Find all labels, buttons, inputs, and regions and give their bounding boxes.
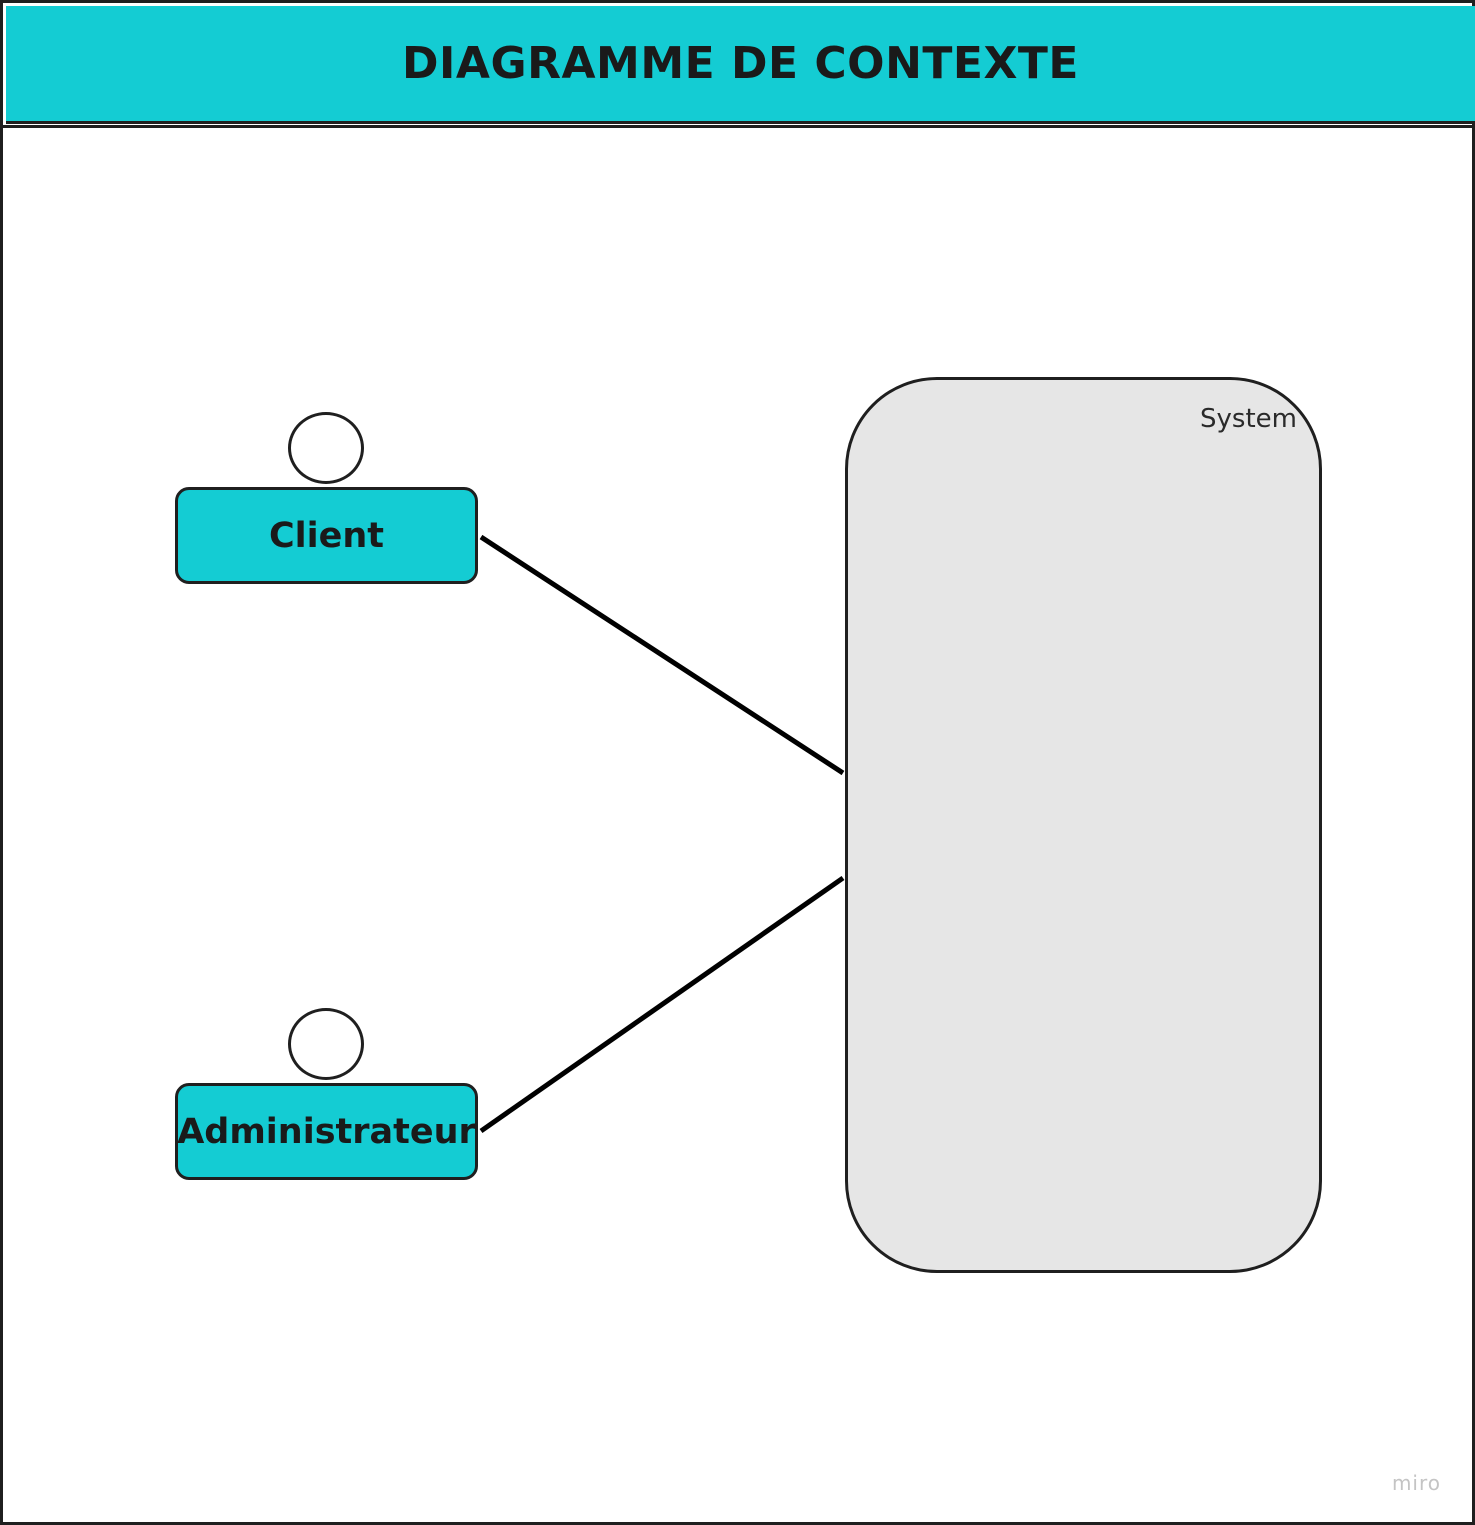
administrateur-actor-head	[288, 1008, 364, 1080]
administrateur-actor-label: Administrateur	[177, 1111, 476, 1152]
system-boundary[interactable]: System	[845, 377, 1322, 1273]
administrateur-actor[interactable]: Administrateur	[175, 1083, 478, 1180]
client-actor-head	[288, 412, 364, 484]
diagram-title: DIAGRAMME DE CONTEXTE	[402, 38, 1079, 89]
client-system-connector	[479, 534, 845, 776]
title-divider	[3, 125, 1472, 128]
title-bar: DIAGRAMME DE CONTEXTE	[6, 6, 1475, 124]
miro-watermark: miro	[1391, 1471, 1441, 1495]
administrateur-system-connector	[479, 875, 845, 1134]
client-actor[interactable]: Client	[175, 487, 478, 584]
client-actor-label: Client	[268, 515, 385, 556]
system-label: System	[1200, 404, 1297, 434]
